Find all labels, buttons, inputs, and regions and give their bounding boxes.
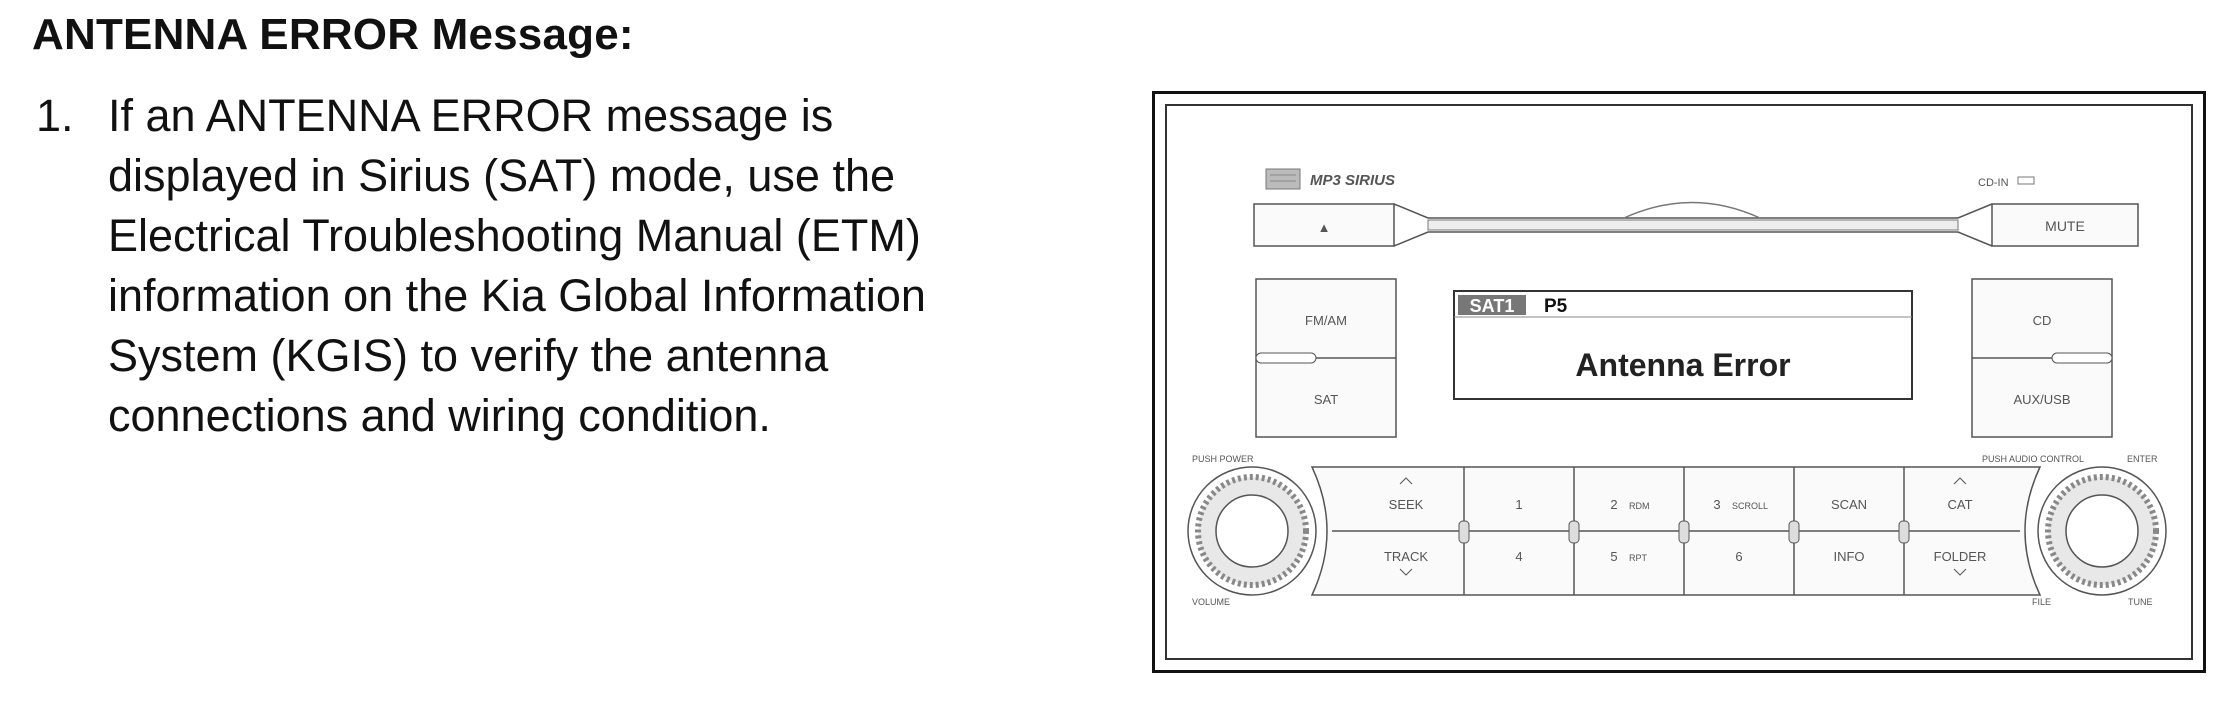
preset-3-button: 3 [1713,497,1720,512]
volume-knob [1187,466,1317,596]
band-indicator-bg [1458,295,1526,315]
band-indicator: SAT1 [1470,296,1515,316]
track-button: TRACK [1384,549,1428,564]
preset-indicator: P5 [1544,296,1568,317]
mute-label: MUTE [2045,218,2085,234]
scroll-label: SCROLL [1732,501,1768,511]
cat-up-icon [1953,477,1967,485]
fm-am-button: FM/AM [1305,313,1347,328]
lcd-display [1453,290,1913,400]
radio-illustration: MP3 SIRIUS CD-IN ▲ MUTE FM/AM SAT SAT1 P… [1152,91,2206,673]
rdm-label: RDM [1629,501,1650,511]
track-down-icon [1399,568,1413,576]
cd-slot [1427,219,1959,231]
cd-button: CD [2033,313,2052,328]
preset-5-button: 5 [1610,549,1617,564]
power-label: PUSH POWER [1192,454,1254,464]
step-text: If an ANTENNA ERROR message is displayed… [108,86,1088,446]
section-heading: ANTENNA ERROR Message: [32,10,634,59]
audio-control-label: PUSH AUDIO CONTROL [1982,454,2084,464]
step-line: information on the Kia Global Informatio… [108,270,926,321]
seek-up-icon [1399,477,1413,485]
cd-in-label: CD-IN [1978,177,2009,189]
preset-6-button: 6 [1735,549,1742,564]
scan-button: SCAN [1831,497,1867,512]
preset-1-button: 1 [1515,497,1522,512]
rpt-label: RPT [1629,553,1648,563]
eject-icon: ▲ [1318,220,1331,235]
tune-label: TUNE [2128,597,2153,607]
cd-logo-icon [1265,168,1301,190]
step-line: connections and wiring condition. [108,390,771,441]
step-line: displayed in Sirius (SAT) mode, use the [108,150,896,201]
step-line: System (KGIS) to verify the antenna [108,330,829,381]
step-number: 1. [36,90,74,141]
file-label: FILE [2032,597,2051,607]
volume-label: VOLUME [1192,597,1230,607]
step-line: If an ANTENNA ERROR message is [108,90,834,141]
step-line: Electrical Troubleshooting Manual (ETM) [108,210,921,261]
display-message: Antenna Error [1575,347,1790,383]
cat-button: CAT [1947,497,1972,512]
preset-2-button: 2 [1610,497,1617,512]
seek-button: SEEK [1389,497,1424,512]
aux-usb-button: AUX/USB [2013,392,2070,407]
info-button: INFO [1833,549,1864,564]
cd-in-indicator [2017,176,2035,185]
sat-button: SAT [1314,392,1338,407]
mute-button [1991,203,2139,247]
folder-button: FOLDER [1934,549,1987,564]
preset-4-button: 4 [1515,549,1522,564]
folder-down-icon [1953,568,1967,576]
eject-button [1253,203,1395,247]
enter-label: ENTER [2127,454,2158,464]
tune-knob [2037,466,2167,596]
brand-logos: MP3 SIRIUS [1310,172,1395,189]
